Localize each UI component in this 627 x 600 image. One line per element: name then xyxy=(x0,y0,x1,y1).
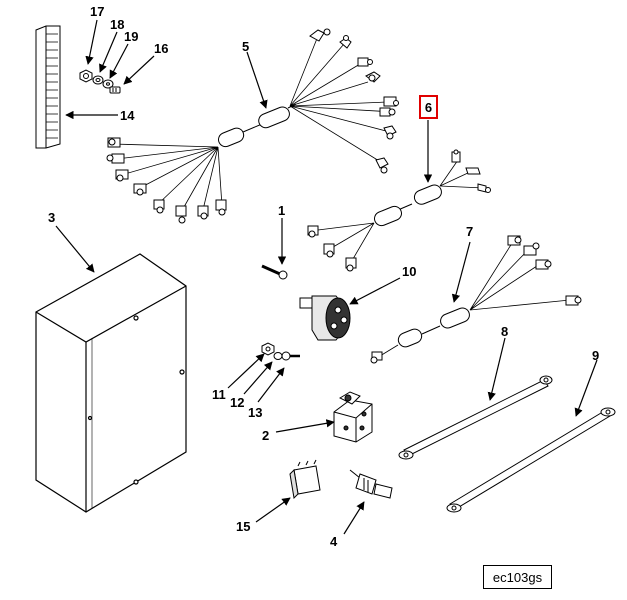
callout-19: 19 xyxy=(124,29,139,44)
callout-15: 15 xyxy=(236,519,251,534)
callout-17: 17 xyxy=(90,4,105,19)
hardware-parts-16-19 xyxy=(79,69,121,94)
hardware-parts-11-13 xyxy=(261,342,300,361)
terminal-strip-part-14 xyxy=(35,25,61,149)
callout-9: 9 xyxy=(592,348,600,363)
ground-strap-part-9 xyxy=(446,407,616,513)
callout-10: 10 xyxy=(402,264,417,279)
ground-strap-part-8 xyxy=(398,375,553,460)
figure-id-label: ec103gs xyxy=(483,565,552,589)
callout-4: 4 xyxy=(330,534,338,549)
callout-1: 1 xyxy=(278,203,286,218)
wire-harness-part-5 xyxy=(106,28,399,224)
leader-arrows xyxy=(55,19,598,535)
callout-13: 13 xyxy=(248,405,263,420)
bridge-part-15 xyxy=(289,459,321,500)
callout-8: 8 xyxy=(501,324,509,339)
callout-14: 14 xyxy=(120,108,135,123)
callout-12: 12 xyxy=(230,395,245,410)
callout-3: 3 xyxy=(48,210,56,225)
screw-part-1 xyxy=(261,264,288,280)
sender-part-4 xyxy=(349,469,393,499)
callout-6-highlighted: 6 xyxy=(419,95,438,119)
callout-5: 5 xyxy=(242,39,250,54)
relay-part-10 xyxy=(299,295,351,341)
callout-7: 7 xyxy=(466,224,474,239)
wire-harness-part-7 xyxy=(370,235,582,364)
callout-11: 11 xyxy=(212,387,226,402)
wire-harness-part-6 xyxy=(307,149,491,272)
enclosure-part-3 xyxy=(35,253,187,513)
block-part-2 xyxy=(333,391,373,443)
callout-18: 18 xyxy=(110,17,125,32)
callout-16: 16 xyxy=(154,41,169,56)
callout-2: 2 xyxy=(262,428,270,443)
